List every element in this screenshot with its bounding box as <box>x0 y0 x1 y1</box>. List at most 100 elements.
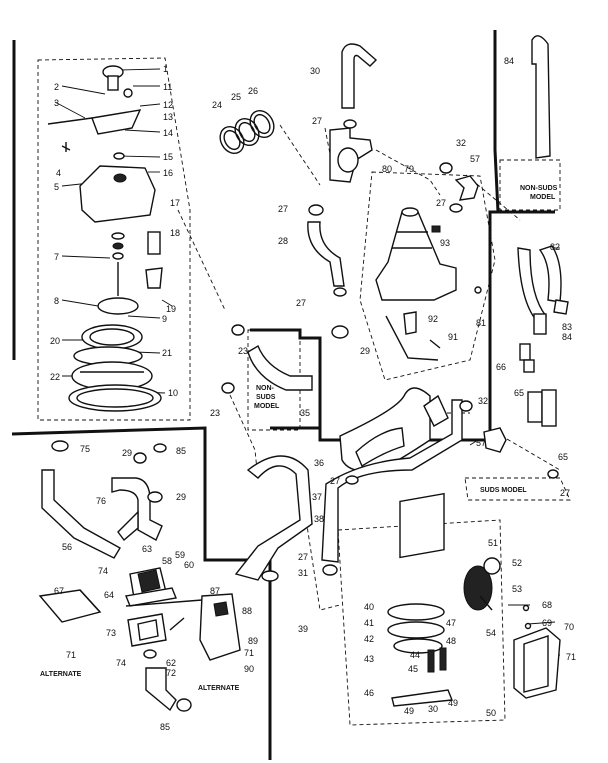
callout: 72 <box>166 668 176 678</box>
callout: 84 <box>504 56 514 66</box>
callout: 44 <box>410 650 420 660</box>
model-tags: NON-SUDS MODEL NON- SUDS MODEL SUDS MODE… <box>40 185 558 692</box>
callout: 83 <box>562 322 572 332</box>
callout: 20 <box>50 336 60 346</box>
callout: 56 <box>62 542 72 552</box>
motor-pump-assembly <box>387 492 561 707</box>
callout: 88 <box>242 606 252 616</box>
right-side-parts <box>519 299 569 427</box>
callout: 91 <box>448 332 458 342</box>
callout: 23 <box>210 408 220 418</box>
callout: 71 <box>566 652 576 662</box>
callout: 27 <box>298 552 308 562</box>
callout: 38 <box>314 514 324 524</box>
drain-pump-assembly <box>38 567 241 712</box>
callout-labels: 1 2 3 4 5 7 8 20 22 11 12 13 14 15 16 17… <box>50 56 576 732</box>
callout: 31 <box>298 568 308 578</box>
callout: 65 <box>558 452 568 462</box>
callout: 32 <box>456 138 466 148</box>
callout: 49 <box>404 706 414 716</box>
non-suds-model-tag: SUDS <box>256 394 276 401</box>
callout: 27 <box>296 298 306 308</box>
callout: 93 <box>440 238 450 248</box>
callout: 14 <box>163 128 173 138</box>
callout: 26 <box>248 86 258 96</box>
callout: 25 <box>231 92 241 102</box>
callout: 43 <box>364 654 374 664</box>
callout: 18 <box>170 228 180 238</box>
callout: 11 <box>163 82 172 92</box>
callout: 8 <box>54 296 59 306</box>
callout: 49 <box>448 698 458 708</box>
callout: 29 <box>122 448 132 458</box>
callout: 68 <box>542 600 552 610</box>
callout: 73 <box>106 628 116 638</box>
callout: 51 <box>488 538 498 548</box>
callout: 84 <box>562 332 572 342</box>
callout: 48 <box>446 636 456 646</box>
callout: 17 <box>170 198 180 208</box>
callout: 35 <box>300 408 310 418</box>
callout: 92 <box>428 314 438 324</box>
callout: 2 <box>54 82 59 92</box>
callout: 85 <box>176 446 186 456</box>
callout: 82 <box>550 242 560 252</box>
callout: 27 <box>330 476 340 486</box>
non-suds-model-tag: MODEL <box>530 194 556 201</box>
alternate-tag: ALTERNATE <box>198 685 240 692</box>
non-suds-model-tag: NON-SUDS <box>520 185 558 192</box>
callout: 30 <box>310 66 320 76</box>
callout: 16 <box>163 168 173 178</box>
callout: 80 <box>382 164 392 174</box>
callout: 15 <box>163 152 173 162</box>
callout: 71 <box>66 650 76 660</box>
callout: 79 <box>404 164 414 174</box>
hoses <box>41 35 562 581</box>
callout: 5 <box>54 182 59 192</box>
callout: 37 <box>312 492 322 502</box>
alternate-tag: ALTERNATE <box>40 671 82 678</box>
group-outlines <box>37 57 571 726</box>
clamps <box>51 119 559 712</box>
callout: 39 <box>298 624 308 634</box>
callout: 74 <box>98 566 108 576</box>
callout: 63 <box>142 544 152 554</box>
non-suds-model-tag: MODEL <box>254 403 280 410</box>
callout: 13 <box>163 112 173 122</box>
callout: 7 <box>54 252 59 262</box>
callout: 87 <box>210 586 220 596</box>
callout: 58 <box>162 556 172 566</box>
non-suds-model-tag: NON- <box>256 385 275 392</box>
callout: 3 <box>54 98 59 108</box>
callout: 75 <box>80 444 90 454</box>
callout: 60 <box>184 560 194 570</box>
callout: 85 <box>160 722 170 732</box>
callout: 81 <box>476 318 486 328</box>
callout: 67 <box>54 586 64 596</box>
callout: 19 <box>166 304 176 314</box>
callout: 66 <box>496 362 506 372</box>
callout: 28 <box>278 236 288 246</box>
seal-rings <box>219 109 275 155</box>
callout: 12 <box>163 100 173 110</box>
callout: 62 <box>166 658 176 668</box>
callout: 30 <box>428 704 438 714</box>
callout: 42 <box>364 634 374 644</box>
callout: 27 <box>436 198 446 208</box>
callout: 36 <box>314 458 324 468</box>
pump-valve-assembly <box>47 65 163 412</box>
callout: 70 <box>564 622 574 632</box>
callout: 32 <box>478 396 488 406</box>
callout: 27 <box>278 204 288 214</box>
agitator-assembly <box>375 207 482 361</box>
callout: 23 <box>238 346 248 356</box>
callout: 90 <box>244 664 254 674</box>
callout: 29 <box>360 346 370 356</box>
callout: 45 <box>408 664 418 674</box>
callout: 59 <box>175 550 185 560</box>
callout: 27 <box>560 488 570 498</box>
callout: 29 <box>176 492 186 502</box>
callout: 50 <box>486 708 496 718</box>
callout: 65 <box>514 388 524 398</box>
